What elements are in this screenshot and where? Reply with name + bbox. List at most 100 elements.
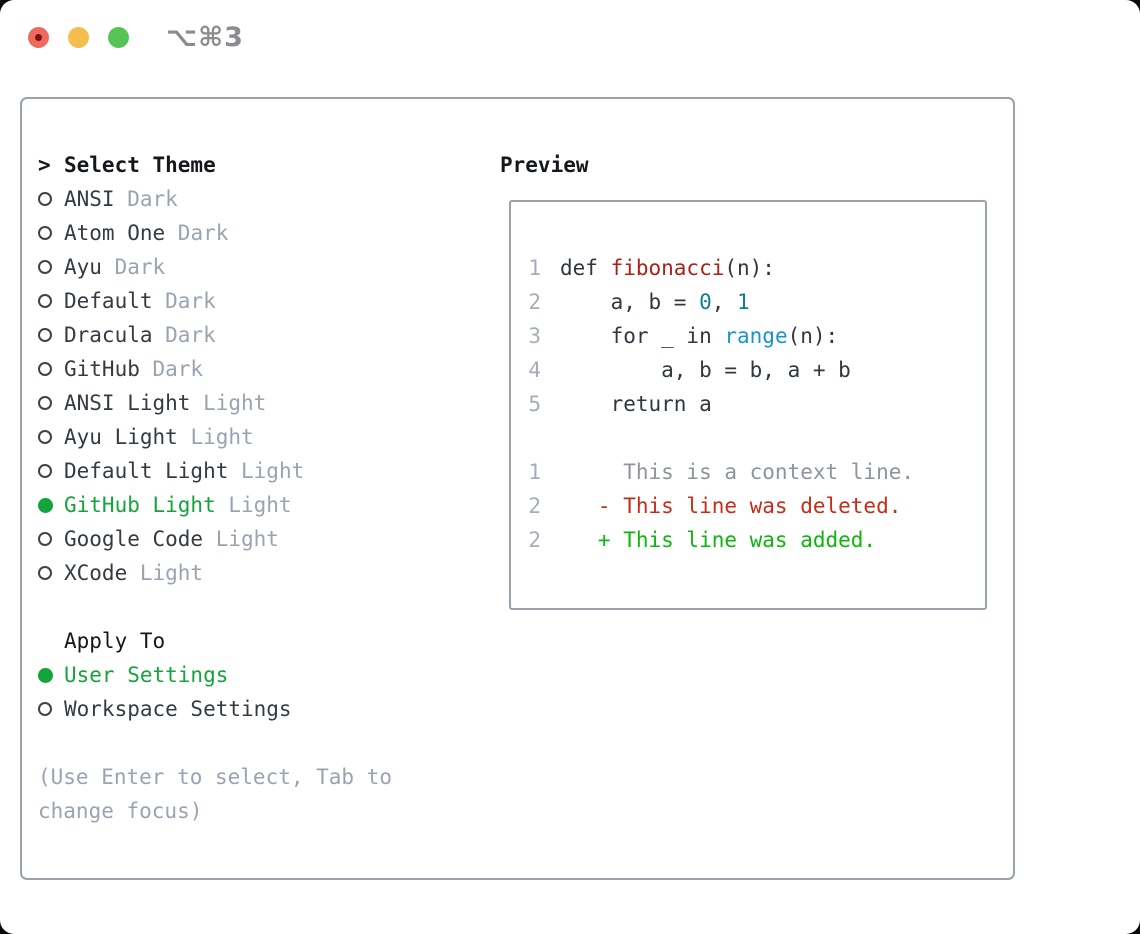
prompt-cursor-icon: > — [38, 153, 51, 177]
radio-icon — [38, 328, 52, 342]
apply-to-list: User Settings Workspace Settings — [38, 658, 482, 726]
unsaved-changes-dot-icon — [35, 34, 42, 41]
code-segment-fg: (n): — [724, 256, 775, 280]
code-line: 2 a, b = 0, 1 — [528, 285, 985, 319]
spacer — [38, 726, 482, 760]
hint-text: (Use Enter to select, Tab to change focu… — [38, 765, 393, 823]
radio-icon — [38, 294, 52, 308]
code-segment-num: 1 — [737, 290, 750, 314]
line-number: 2 — [528, 290, 541, 314]
line-number: 2 — [528, 528, 541, 552]
option-label: ANSI Light — [64, 391, 191, 415]
code-segment-add: + This line was added. — [560, 528, 877, 552]
radio-icon — [38, 226, 52, 240]
code-segment-func: fibonacci — [610, 256, 725, 280]
code-line: 3 for _ in range(n): — [528, 319, 985, 353]
option-variant: Dark — [139, 357, 204, 381]
select-theme-label: Select Theme — [64, 153, 216, 177]
option-variant: Dark — [101, 255, 166, 279]
option-variant: Light — [228, 459, 305, 483]
apply-option-workspace-settings[interactable]: Workspace Settings — [38, 692, 482, 726]
line-number: 2 — [528, 494, 541, 518]
apply-to-heading: Apply To — [38, 624, 482, 658]
code-segment-fg: , — [711, 290, 738, 314]
radio-icon — [38, 260, 52, 274]
radio-icon — [38, 532, 52, 546]
theme-option-github[interactable]: GitHub Dark — [38, 352, 482, 386]
code-line: 4 a, b = b, a + b — [528, 353, 985, 387]
theme-option-xcode[interactable]: XCode Light — [38, 556, 482, 590]
code-segment-call: range — [724, 324, 788, 348]
code-segment-fg: a, b = b, a + b — [560, 358, 851, 382]
spacer — [38, 590, 482, 624]
radio-icon — [38, 396, 52, 410]
theme-option-ayu[interactable]: Ayu Dark — [38, 250, 482, 284]
code-line: 2 - This line was deleted. — [528, 489, 985, 523]
theme-option-dracula[interactable]: Dracula Dark — [38, 318, 482, 352]
radio-icon — [38, 192, 52, 206]
apply-to-label: Apply To — [64, 629, 166, 653]
preview-heading: Preview — [500, 153, 589, 177]
option-label: Dracula — [64, 323, 153, 347]
code-line: 1 def fibonacci(n): — [528, 251, 985, 285]
option-label: Ayu — [64, 255, 102, 279]
line-number: 1 — [528, 256, 541, 280]
code-segment-fg: (n): — [787, 324, 839, 348]
option-label: XCode — [64, 561, 128, 585]
option-variant: Light — [203, 527, 279, 551]
option-variant: Light — [190, 391, 267, 415]
theme-option-default-light[interactable]: Default Light Light — [38, 454, 482, 488]
code-line: 1 This is a context line. — [528, 455, 985, 489]
line-number: 3 — [528, 324, 541, 348]
option-label: Atom One — [64, 221, 166, 245]
code-line: 5 return a — [528, 387, 985, 421]
option-label: User Settings — [64, 663, 229, 687]
theme-list: ANSI Dark Atom One Dark Ayu Dark Default… — [38, 182, 482, 590]
radio-icon — [38, 667, 53, 683]
theme-option-atom-one[interactable]: Atom One Dark — [38, 216, 482, 250]
code-segment-fg: a, b = — [560, 290, 700, 314]
zoom-button[interactable] — [108, 27, 129, 48]
theme-option-ansi[interactable]: ANSI Dark — [38, 182, 482, 216]
radio-icon — [38, 464, 52, 478]
code-segment-num: 0 — [699, 290, 712, 314]
option-variant: Dark — [152, 323, 216, 347]
minimize-button[interactable] — [68, 27, 89, 48]
code-segment-fg: for _ in — [560, 324, 725, 348]
code-segment-ctx: This is a context line. — [560, 460, 915, 484]
radio-icon — [38, 497, 53, 513]
option-label: GitHub — [64, 357, 140, 381]
radio-icon — [38, 430, 52, 444]
theme-option-default[interactable]: Default Dark — [38, 284, 482, 318]
code-line — [528, 421, 985, 455]
option-label: Workspace Settings — [64, 697, 292, 721]
theme-option-github-light[interactable]: GitHub Light Light — [38, 488, 482, 522]
window-title: ⌥⌘3 — [166, 22, 244, 53]
theme-option-ansi-light[interactable]: ANSI Light Light — [38, 386, 482, 420]
radio-icon — [38, 362, 52, 376]
theme-picker-column: > Select Theme ANSI Dark Atom One Dark A… — [38, 148, 482, 828]
option-variant: Light — [127, 561, 204, 585]
line-number: 1 — [528, 460, 541, 484]
option-label: Google Code — [64, 527, 204, 551]
option-variant: Light — [177, 425, 254, 449]
line-number: 4 — [528, 358, 541, 382]
theme-option-ayu-light[interactable]: Ayu Light Light — [38, 420, 482, 454]
code-segment-fg: return a — [560, 392, 712, 416]
title-bar: ⌥⌘3 — [0, 0, 1140, 72]
apply-option-user-settings[interactable]: User Settings — [38, 658, 482, 692]
theme-option-google-code[interactable]: Google Code Light — [38, 522, 482, 556]
code-segment-fg: def — [560, 256, 611, 280]
select-theme-heading: > Select Theme — [38, 148, 482, 182]
code-segment-del: - This line was deleted. — [560, 494, 902, 518]
close-button[interactable] — [28, 27, 49, 48]
code-line: 2 + This line was added. — [528, 523, 985, 557]
option-variant: Dark — [152, 289, 216, 313]
radio-icon — [38, 702, 52, 716]
option-variant: Dark — [165, 221, 229, 245]
option-label: ANSI — [64, 187, 115, 211]
